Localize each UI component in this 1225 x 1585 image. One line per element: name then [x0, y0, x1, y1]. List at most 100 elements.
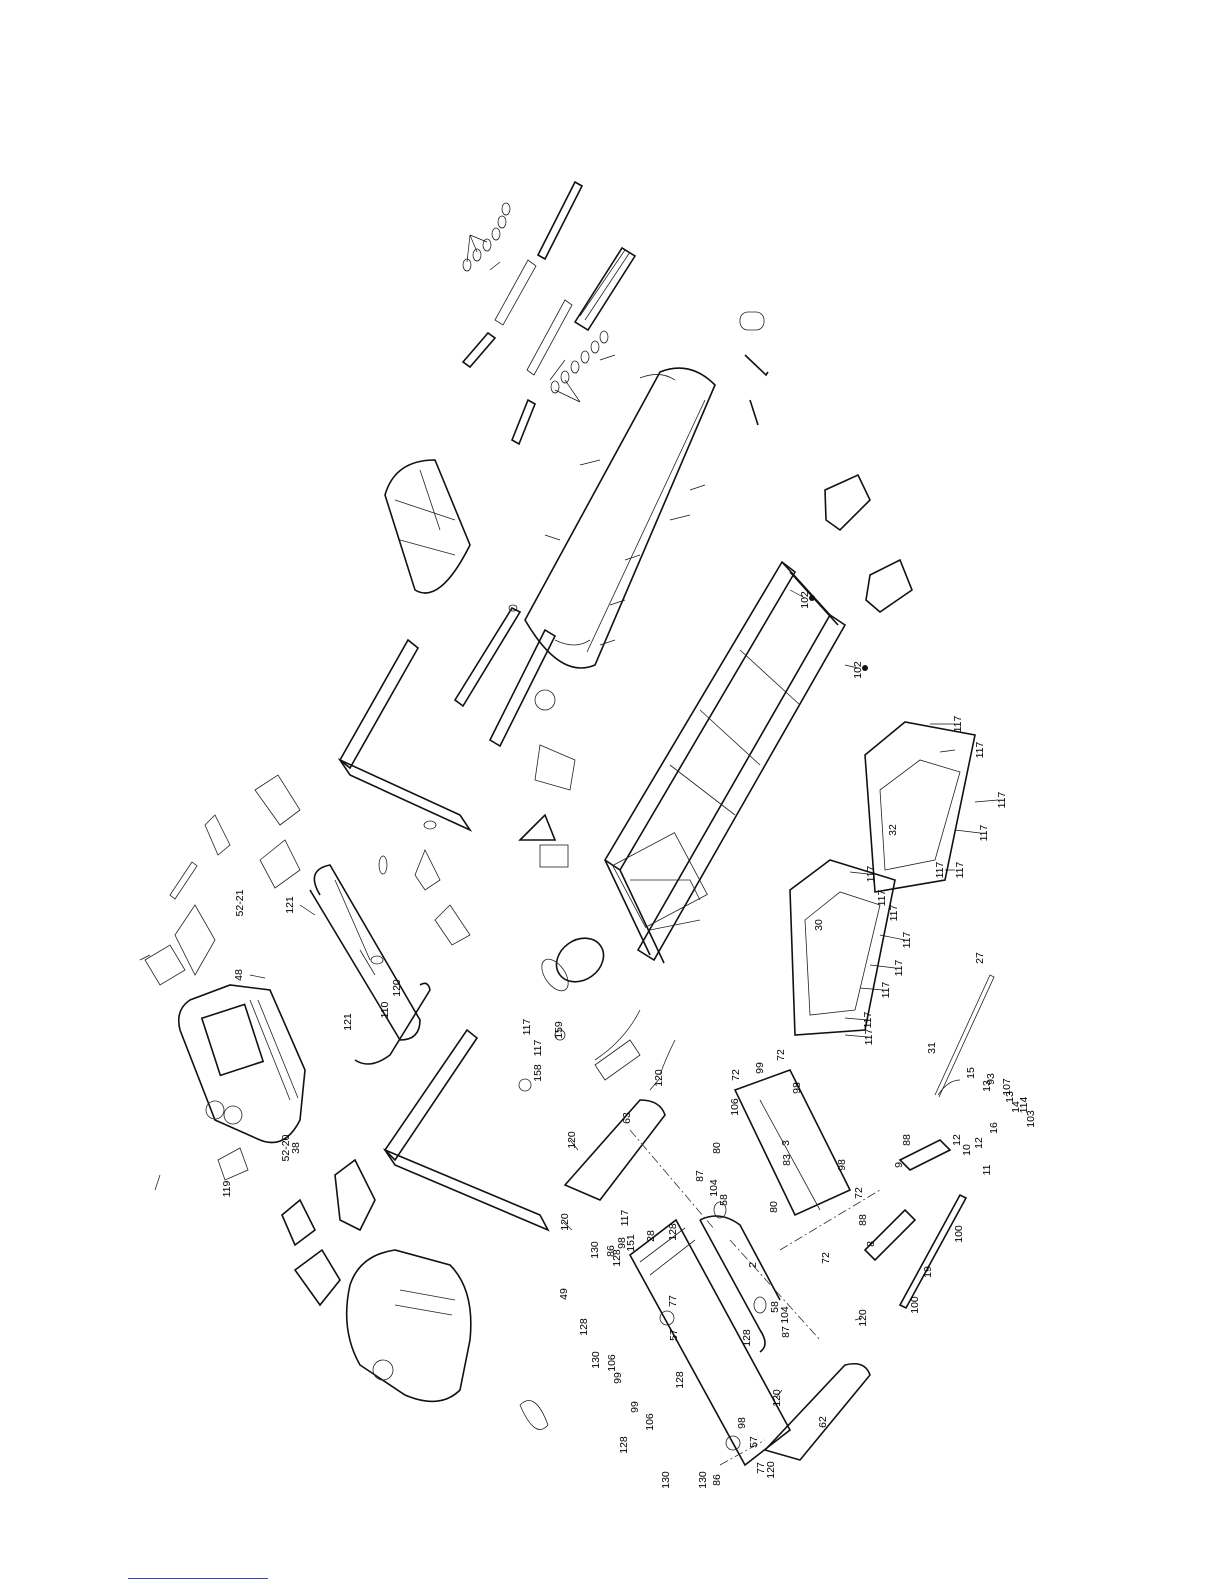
- part-callout-c76: 128: [741, 1329, 753, 1347]
- part-callout-c95: 159: [553, 1021, 565, 1039]
- part-callout-c71: 128: [611, 1249, 623, 1267]
- part-callout-c48: 80: [711, 1142, 723, 1154]
- lift-frame: [628, 1069, 852, 1467]
- part-callout-c32: 10: [961, 1144, 973, 1156]
- part-callout-c11: 117: [876, 889, 888, 906]
- part-callout-c69: 86: [605, 1245, 617, 1257]
- part-callout-c43: 72: [730, 1069, 742, 1081]
- part-callout-c31: 12: [951, 1134, 963, 1146]
- part-callout-c105: 38: [290, 1142, 302, 1154]
- part-callout-c59: 87: [780, 1326, 792, 1338]
- slat-rails: [461, 180, 637, 446]
- part-callout-c84: 57: [748, 1436, 760, 1448]
- part-callout-c83: 128: [618, 1436, 630, 1454]
- part-callout-c93: 120: [857, 1309, 869, 1327]
- part-callout-c82: 106: [644, 1413, 656, 1431]
- part-callout-c5: 117: [996, 791, 1008, 808]
- part-callout-c62: 120: [566, 1131, 578, 1149]
- part-callout-c101: 121: [342, 1013, 354, 1031]
- part-callout-c60: 120: [653, 1069, 665, 1087]
- part-callout-c63: 120: [559, 1213, 571, 1231]
- callout-labels: 1021021171171171173211711711711711730117…: [221, 591, 1037, 1489]
- part-callout-c46: 3: [780, 1140, 792, 1146]
- part-callout-c75: 128: [578, 1318, 590, 1336]
- part-callout-c55: 58: [718, 1194, 730, 1206]
- part-callout-c53: 87: [694, 1170, 706, 1182]
- part-callout-c100: 48: [233, 969, 245, 981]
- part-callout-c56: 2: [747, 1262, 759, 1268]
- part-callout-c35: 9: [893, 1162, 905, 1168]
- part-callout-c30: 12: [973, 1137, 985, 1149]
- part-callout-c16: 117: [880, 981, 892, 998]
- part-callout-c13: 30: [813, 919, 825, 931]
- part-callout-c23: 13: [981, 1080, 993, 1092]
- part-callout-c104: 52-20: [280, 1134, 292, 1161]
- part-callout-c64: 117: [619, 1209, 631, 1226]
- handlebar-frame: [309, 864, 431, 1065]
- part-callout-c47: 83: [781, 1154, 793, 1166]
- part-callout-c78: 106: [606, 1354, 618, 1372]
- part-callout-c51: 80: [768, 1201, 780, 1213]
- part-callout-c34: 88: [901, 1134, 913, 1146]
- part-callout-c65: 128: [667, 1223, 679, 1241]
- footer-rule: [128, 1578, 268, 1579]
- part-callout-c40: 100: [909, 1296, 921, 1314]
- leader-lines: [139, 354, 999, 1399]
- part-callout-c24: 107: [1001, 1078, 1013, 1096]
- part-callout-c81: 99: [629, 1401, 641, 1413]
- part-callout-c50: 72: [853, 1187, 865, 1199]
- part-callout-c52: 72: [820, 1252, 832, 1264]
- part-callout-c88: 86: [711, 1474, 723, 1486]
- part-callout-c74: 57: [668, 1329, 680, 1341]
- part-callout-c20: 31: [926, 1042, 938, 1054]
- side-rail-covers: [563, 1099, 871, 1461]
- part-callout-c15: 117: [893, 959, 905, 976]
- part-callout-c21: 15: [965, 1067, 977, 1079]
- part-callout-c3: 117: [952, 715, 964, 732]
- part-callout-c57: 58: [769, 1301, 781, 1313]
- part-callout-c38: 100: [953, 1225, 965, 1243]
- part-callout-c102: 110: [379, 1001, 391, 1018]
- part-callout-c6: 117: [978, 824, 990, 841]
- part-callout-c85: 98: [736, 1417, 748, 1429]
- part-callout-c97: 158: [532, 1064, 544, 1082]
- part-callout-c45: 98: [791, 1082, 803, 1094]
- part-callout-c9: 117: [934, 861, 946, 878]
- side-trays: [789, 721, 976, 1036]
- part-callout-c70: 130: [589, 1241, 601, 1259]
- part-callout-c72: 49: [558, 1288, 570, 1300]
- console-housing: [144, 904, 306, 1144]
- part-callout-c77: 130: [590, 1351, 602, 1369]
- part-callout-c17: 117: [862, 1011, 874, 1028]
- part-callout-c22: 93: [985, 1073, 997, 1085]
- motor-hood: [281, 1158, 472, 1403]
- part-callout-c27: 14: [1010, 1101, 1022, 1113]
- part-callout-c10: 117: [865, 865, 877, 882]
- running-deck: [524, 367, 716, 669]
- part-callout-c87: 130: [697, 1471, 709, 1489]
- motor-cover: [384, 459, 471, 594]
- part-callout-c8: 117: [954, 861, 966, 878]
- part-callout-c2: 102: [852, 661, 864, 679]
- part-callout-c29: 16: [988, 1122, 1000, 1134]
- part-callout-c68: 98: [616, 1237, 628, 1249]
- part-callout-c1: 102: [799, 591, 811, 609]
- part-callout-c7: 32: [887, 824, 899, 836]
- part-callout-c18: 117: [863, 1028, 875, 1045]
- part-callout-c79: 99: [612, 1372, 624, 1384]
- rear-end-caps: [824, 473, 913, 614]
- part-callout-c36: 88: [857, 1214, 869, 1226]
- uprights: [337, 604, 550, 1232]
- part-callout-c66: 28: [645, 1230, 657, 1242]
- part-callout-c44: 106: [729, 1098, 741, 1116]
- part-callout-c103: 120: [391, 979, 403, 997]
- part-callout-c26: 114: [1018, 1096, 1030, 1113]
- part-callout-c49: 98: [836, 1159, 848, 1171]
- part-callout-c54: 104: [708, 1179, 720, 1197]
- part-callout-c41: 99: [754, 1062, 766, 1074]
- part-callout-c28: 103: [1025, 1110, 1037, 1128]
- part-callout-c39: 19: [922, 1266, 934, 1278]
- small-hardware: [169, 595, 868, 1430]
